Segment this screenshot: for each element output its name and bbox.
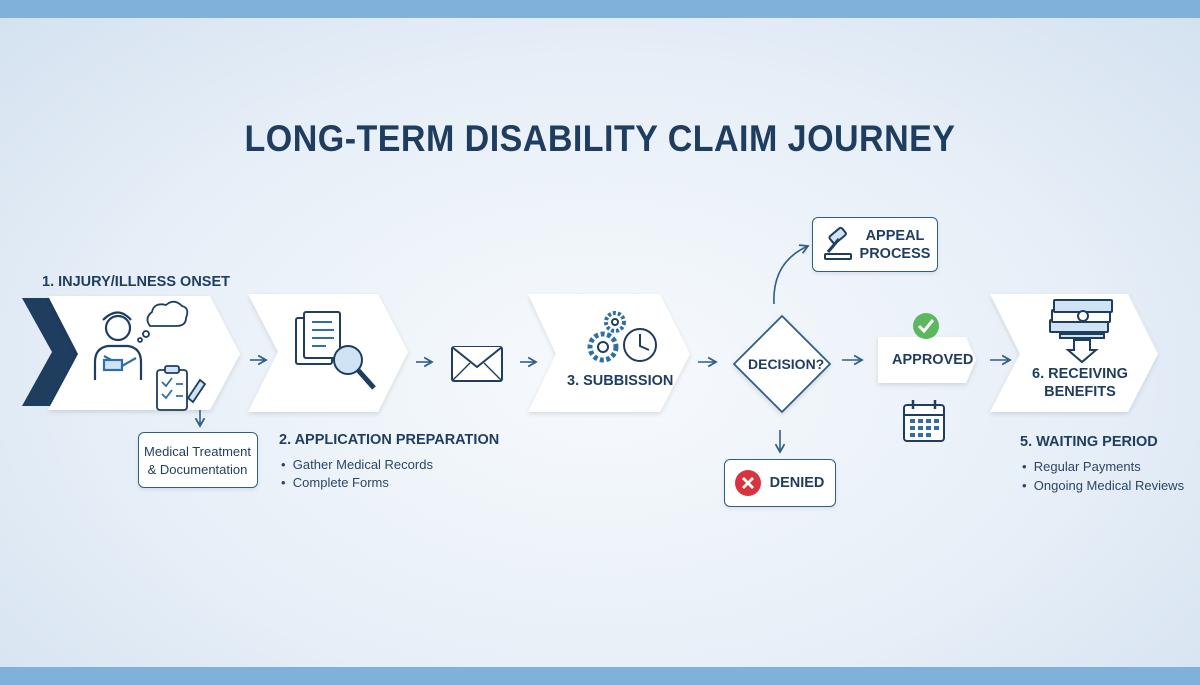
submission-label: 3. SUBBISSION xyxy=(567,373,674,389)
person-injured-icon xyxy=(93,311,143,380)
preparation-bullet-1: • Gather Medical Records xyxy=(281,457,433,472)
thought-cloud-icon xyxy=(137,300,189,343)
checkmark-icon xyxy=(913,313,939,339)
medical-line2: & Documentation xyxy=(147,462,248,477)
calendar-icon xyxy=(903,400,945,442)
preparation-label: 2. APPLICATION PREPARATION xyxy=(279,432,500,448)
diagram-title: LONG-TERM DISABILITY CLAIM JOURNEY xyxy=(244,118,956,159)
approved-box xyxy=(878,337,976,383)
waiting-bullet-2: • Ongoing Medical Reviews xyxy=(1022,478,1185,493)
medical-treatment-box: Medical Treatment & Documentation xyxy=(138,432,258,488)
gears-clock-icon xyxy=(587,311,657,363)
preparation-bullet-2: • Complete Forms xyxy=(281,475,389,490)
waiting-label: 5. WAITING PERIOD xyxy=(1020,434,1158,450)
waiting-bullet-1: • Regular Payments xyxy=(1022,459,1141,474)
receiving-line1: 6. RECEIVING xyxy=(1032,366,1128,382)
medical-line1: Medical Treatment xyxy=(144,444,251,459)
money-stack-icon xyxy=(1049,299,1113,364)
waiting-bullet-2-text: Ongoing Medical Reviews xyxy=(1033,478,1185,493)
onset-chevron xyxy=(22,296,240,410)
decision-diamond xyxy=(732,314,832,414)
waiting-bullet-1-text: Regular Payments xyxy=(1033,459,1141,474)
envelope-icon xyxy=(451,346,503,382)
clipboard-icon xyxy=(156,365,207,411)
arrow-decision-to-appeal xyxy=(773,244,810,305)
onset-label: 1. INJURY/ILLNESS ONSET xyxy=(42,274,230,290)
appeal-line2: PROCESS xyxy=(859,246,931,262)
denied-label: DENIED xyxy=(769,475,825,491)
receiving-line2: BENEFITS xyxy=(1044,384,1116,400)
preparation-bullet-2-text: Complete Forms xyxy=(292,475,389,490)
top-accent-bar xyxy=(0,0,1200,18)
denied-box: DENIED xyxy=(724,459,836,507)
documents-search-icon xyxy=(295,311,376,390)
decision-label: DECISION? xyxy=(748,356,825,372)
approved-label: APPROVED xyxy=(892,352,974,368)
appeal-line1: APPEAL xyxy=(865,228,925,244)
gavel-icon xyxy=(824,226,852,260)
preparation-bullet-1-text: Gather Medical Records xyxy=(292,457,433,472)
bottom-accent-bar xyxy=(0,667,1200,685)
x-icon xyxy=(735,470,761,496)
appeal-process-box: APPEAL PROCESS xyxy=(812,217,938,272)
